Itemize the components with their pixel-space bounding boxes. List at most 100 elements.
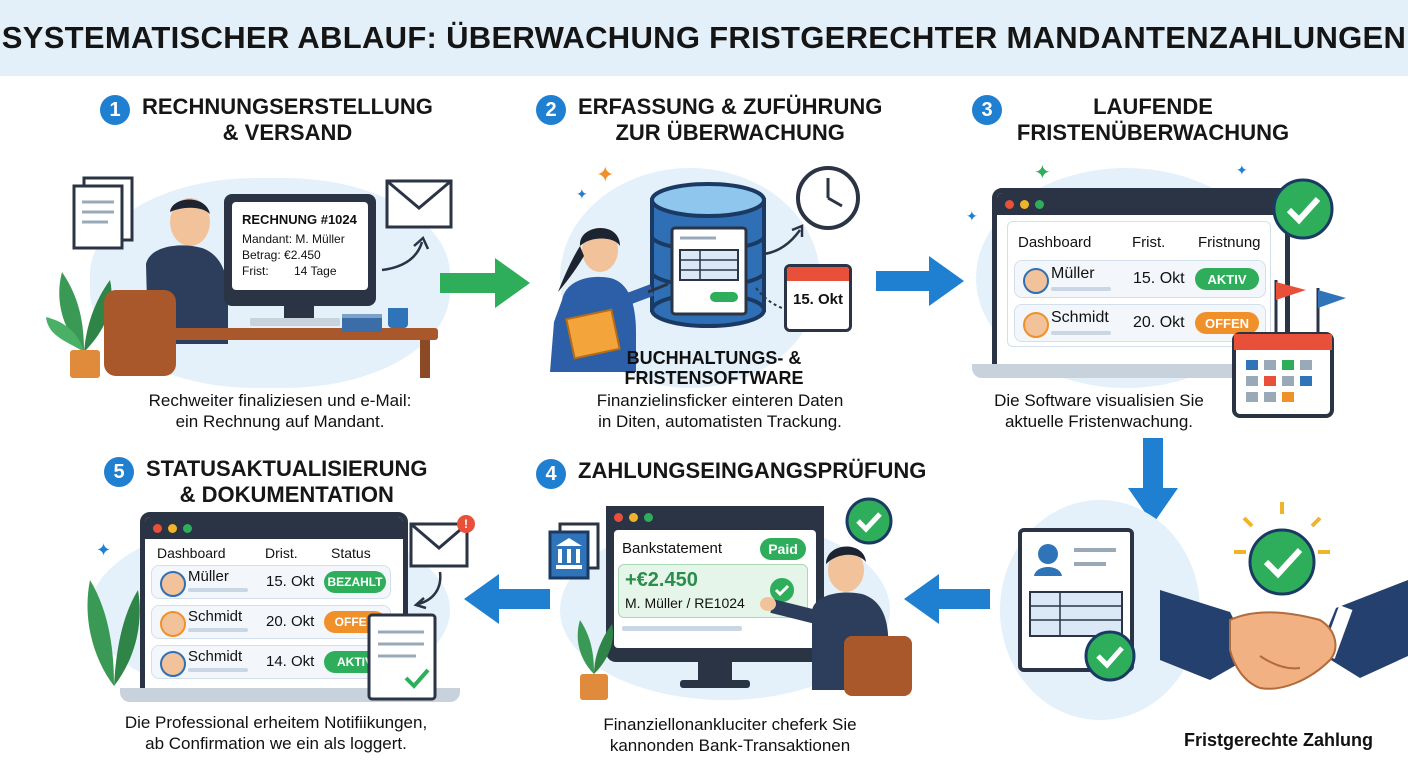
laptop-base bbox=[972, 364, 1302, 378]
mug-icon bbox=[388, 308, 408, 328]
payment-check-icon bbox=[769, 577, 795, 603]
status-badge: OFFEN bbox=[1195, 312, 1259, 334]
calendar-flags-icon bbox=[1228, 280, 1348, 420]
plant-icon bbox=[74, 560, 154, 690]
table-row[interactable]: Schmidt 14. Okt AKTIV bbox=[151, 645, 391, 679]
avatar bbox=[160, 611, 186, 637]
step-4-monitor: Bankstatement Paid +€2.450 M. Müller / R… bbox=[606, 506, 824, 662]
invoice-client: Mandant: M. Müller bbox=[242, 232, 345, 246]
step-1-title: RECHNUNGSERSTELLUNG & VERSAND bbox=[142, 94, 433, 145]
arrow-result-to-step4 bbox=[904, 574, 990, 624]
keyboard bbox=[250, 318, 340, 326]
check-icon bbox=[1272, 178, 1334, 240]
row-date: 20. Okt bbox=[266, 613, 315, 630]
avatar bbox=[160, 571, 186, 597]
row-name: Schmidt bbox=[188, 648, 243, 665]
laptop-step-5: Dashboard Drist. Status Müller 15. Okt B… bbox=[140, 512, 408, 698]
sparkle-icon: ✦ bbox=[576, 186, 588, 202]
row-name: Müller bbox=[188, 568, 229, 585]
bank-statement-label: Bankstatement bbox=[622, 540, 723, 557]
step-3-caption: Die Software visualisien Sie aktuelle Fr… bbox=[994, 391, 1204, 431]
monitor-stand bbox=[698, 662, 732, 680]
arrow-step1-to-step2 bbox=[440, 258, 530, 308]
row-underline bbox=[1051, 331, 1111, 335]
payment-card: +€2.450 M. Müller / RE1024 bbox=[618, 564, 808, 618]
invoice-deadline-label: Frist: bbox=[242, 264, 269, 278]
dashboard-col-frist: Frist. bbox=[1132, 234, 1166, 251]
step-1-header: 1 RECHNUNGSERSTELLUNG & VERSAND bbox=[100, 94, 440, 146]
avatar bbox=[1023, 268, 1049, 294]
sparkle-icon: ✦ bbox=[1236, 162, 1248, 178]
row-underline bbox=[1051, 287, 1111, 291]
paid-badge: Paid bbox=[760, 538, 806, 560]
plant-icon bbox=[566, 612, 622, 708]
row-underline bbox=[188, 588, 248, 592]
analyst-person-icon bbox=[752, 540, 912, 700]
calendar-link-icon bbox=[754, 284, 786, 314]
invoice-amount: Betrag: €2.450 bbox=[242, 248, 321, 262]
desk bbox=[150, 328, 438, 340]
page-title: SYSTEMATISCHER ABLAUF: ÜBERWACHUNG FRIST… bbox=[1, 20, 1407, 55]
arrow-step2-to-step3 bbox=[876, 256, 964, 306]
avatar bbox=[160, 651, 186, 677]
step-2-header: 2 ERFASSUNG & ZUFÜHRUNG ZUR ÜBERWACHUNG bbox=[536, 94, 896, 146]
step-1-monitor: RECHNUNG #1024 Mandant: M. Müller Betrag… bbox=[224, 194, 376, 306]
table-row[interactable]: Schmidt 20. Okt OFFEN bbox=[1014, 304, 1266, 342]
step-2-number: 2 bbox=[536, 95, 566, 125]
row-underline bbox=[188, 628, 248, 632]
finance-staff-person-icon bbox=[540, 222, 670, 382]
payment-amount: +€2.450 bbox=[625, 569, 698, 591]
sparkle-icon: ✦ bbox=[596, 162, 615, 187]
step-4-number: 4 bbox=[536, 459, 566, 489]
row-date: 15. Okt bbox=[266, 573, 315, 590]
success-check-icon bbox=[1232, 500, 1332, 600]
documentation-icon bbox=[366, 612, 438, 702]
clock-arrow-icon bbox=[760, 222, 810, 258]
arrow-step3-down bbox=[1128, 438, 1178, 524]
clock-icon bbox=[794, 164, 862, 232]
table-row[interactable]: Schmidt 20. Okt OFFEN bbox=[151, 605, 391, 639]
avatar bbox=[1023, 312, 1049, 338]
statement-line bbox=[622, 626, 742, 631]
step-5-header: 5 STATUSAKTUALISIERUNG & DOKUMENTATION bbox=[104, 456, 444, 508]
step-5-caption: Die Professional erheitem Notifiikungen,… bbox=[124, 713, 428, 753]
dashboard-col-dashboard: Dashboard bbox=[1018, 234, 1092, 251]
step-2-caption: Finanzielinsficker einteren Daten in Dit… bbox=[596, 391, 844, 431]
result-label: Fristgerechte Zahlung bbox=[1184, 730, 1374, 750]
step-3-title: LAUFENDE FRISTENÜBERWACHUNG bbox=[1016, 94, 1290, 145]
dashboard-col-dashboard: Dashboard bbox=[157, 545, 226, 561]
arrow-step4-to-step5 bbox=[464, 574, 550, 624]
step-2-title: ERFASSUNG & ZUFÜHRUNG ZUR ÜBERWACHUNG bbox=[578, 94, 883, 145]
svg-text:!: ! bbox=[464, 517, 468, 531]
invoice-checked-icon bbox=[1016, 526, 1146, 686]
row-date: 15. Okt bbox=[1133, 270, 1185, 287]
row-name: Schmidt bbox=[1051, 309, 1109, 326]
step-1-caption: Rechweiter finaliziesen und e-Mail: ein … bbox=[148, 391, 412, 431]
invoice-screen: RECHNUNG #1024 Mandant: M. Müller Betrag… bbox=[232, 202, 368, 290]
notification-arrow-icon bbox=[410, 570, 450, 610]
table-row[interactable]: Müller 15. Okt BEZAHLT bbox=[151, 565, 391, 599]
send-arrow-icon bbox=[378, 234, 434, 274]
step-3-header: 3 LAUFENDE FRISTENÜBERWACHUNG bbox=[972, 94, 1292, 146]
step-1-number: 1 bbox=[100, 95, 130, 125]
table-row[interactable]: Müller 15. Okt AKTIV bbox=[1014, 260, 1266, 298]
step-4-title: ZAHLUNGSEINGANGSPRÜFUNG bbox=[578, 458, 927, 483]
bank-icon bbox=[548, 522, 600, 582]
invoice-deadline-value: 14 Tage bbox=[294, 264, 337, 278]
sparkle-icon: ✦ bbox=[1034, 162, 1051, 184]
status-badge: BEZAHLT bbox=[324, 571, 386, 593]
step-4-header: 4 ZAHLUNGSEINGANGSPRÜFUNG bbox=[536, 458, 936, 489]
record-document-icon bbox=[670, 226, 748, 316]
documents-icon bbox=[70, 174, 140, 254]
row-name: Müller bbox=[1051, 265, 1095, 282]
title-bar: SYSTEMATISCHER ABLAUF: ÜBERWACHUNG FRIST… bbox=[0, 0, 1408, 76]
dashboard-col-drist: Drist. bbox=[265, 545, 298, 561]
envelope-icon bbox=[384, 178, 454, 230]
bank-statement-screen: Bankstatement Paid +€2.450 M. Müller / R… bbox=[614, 530, 816, 648]
books bbox=[342, 314, 382, 332]
laptop-step-3: Dashboard Frist. Fristnung Müller 15. Ok… bbox=[992, 188, 1290, 374]
step-5-title: STATUSAKTUALISIERUNG & DOKUMENTATION bbox=[146, 456, 428, 507]
notification-envelope-icon: ! bbox=[408, 514, 478, 572]
row-date: 20. Okt bbox=[1133, 314, 1185, 331]
row-date: 14. Okt bbox=[266, 653, 315, 670]
